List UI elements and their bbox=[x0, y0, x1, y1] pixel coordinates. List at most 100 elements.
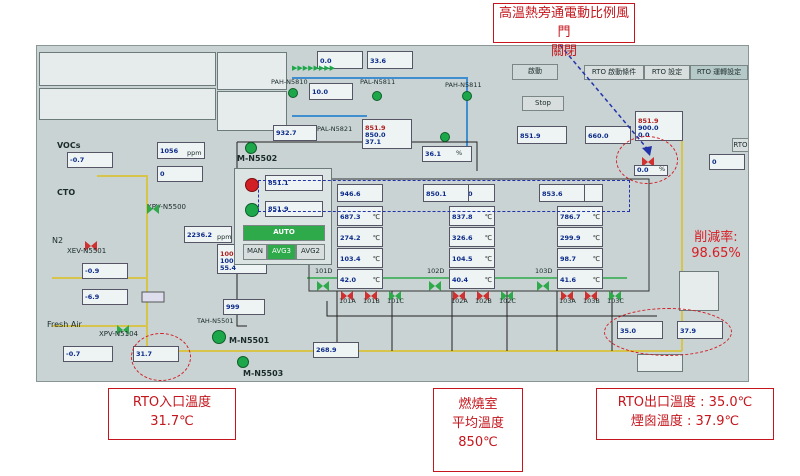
avg3-button[interactable]: AVG3 bbox=[267, 244, 296, 260]
callout-outlet-temp: RTO出口溫度 : 35.0℃ 煙囪溫度 : 37.9℃ bbox=[596, 388, 774, 440]
pah-n5810-tag: PAH-N5810 bbox=[271, 78, 308, 86]
damper-indicator-icon bbox=[440, 132, 450, 142]
xpv-n5104-label: XPV-N5104 bbox=[99, 330, 138, 338]
unit-label: ppm bbox=[187, 149, 202, 157]
pal-n5811-tag: PAL-N5811 bbox=[360, 78, 396, 86]
sia-reading: 999 bbox=[223, 299, 265, 315]
valve-label: 103C bbox=[607, 297, 624, 305]
dpit-5501-reading: -0.7 bbox=[67, 152, 113, 168]
callout-text: 850℃ bbox=[458, 435, 498, 450]
callout-furnace-temp: 燃燒室 平均溫度 850℃ bbox=[433, 388, 523, 472]
stop-button[interactable]: Stop bbox=[522, 96, 564, 111]
chamber-temp-reading: 837.8℃ bbox=[449, 206, 495, 226]
rto-button[interactable]: RTO bbox=[732, 138, 748, 152]
ti-5524-reading: 37.9 bbox=[677, 321, 723, 339]
fpv-5560b-reading: 0 bbox=[157, 166, 203, 182]
unit-label: ℃ bbox=[484, 276, 492, 284]
unit-label: ℃ bbox=[592, 234, 600, 242]
pal-n5810-reading: 10.0 bbox=[309, 83, 353, 100]
legend-fans bbox=[39, 52, 216, 86]
damper-valve-icon[interactable] bbox=[642, 152, 654, 167]
scada-screen: 0.0 33.6 ▶▶▶▶▶▶▶▶ 10.0 PAH-N5810 PAL-N58… bbox=[36, 45, 749, 382]
valve-icon[interactable] bbox=[147, 199, 159, 214]
callout-text: 31.7℃ bbox=[150, 414, 194, 429]
avg2-button[interactable]: AVG2 bbox=[296, 244, 325, 260]
tic-panel: 851.9 850.0 37.1 bbox=[362, 119, 412, 149]
valve-label: 102C bbox=[499, 297, 516, 305]
start-button[interactable]: 啟動 bbox=[512, 64, 558, 80]
unit-label: ℃ bbox=[592, 213, 600, 221]
chamber-temp-reading: 274.2℃ bbox=[337, 227, 383, 247]
at-5501-reading: 1056 bbox=[157, 142, 205, 159]
chamber-head-reading: 946.6 bbox=[337, 184, 383, 202]
valve-icon[interactable] bbox=[85, 236, 97, 251]
valve-label: 102A bbox=[451, 297, 468, 305]
callout-text: 高溫熱旁通電動比例風門 bbox=[498, 6, 629, 40]
pal-n5821-tag: PAL-N5821 bbox=[317, 125, 353, 133]
valve-icon[interactable] bbox=[477, 286, 489, 301]
valve-icon[interactable] bbox=[117, 320, 129, 335]
unit-label: ℃ bbox=[592, 276, 600, 284]
tic-n5501-panel: 851.9 900.0 0.0 bbox=[635, 111, 683, 141]
m-n5501-label: M-N5501 bbox=[229, 336, 270, 345]
chamber-temp-reading: 42.0℃ bbox=[337, 269, 383, 289]
tab-rto-settings[interactable]: RTO 設定 bbox=[644, 65, 690, 80]
motor-icon bbox=[245, 142, 257, 154]
tic-n5510-reading: 36.1 bbox=[422, 146, 472, 162]
unit-label: % bbox=[659, 165, 666, 173]
tab-rto-start-conditions[interactable]: RTO 啟動條件 bbox=[584, 65, 644, 80]
ti-n5523-reading: 660.0 bbox=[585, 126, 631, 144]
tab-rto-operation[interactable]: RTO 運轉設定 bbox=[690, 65, 748, 80]
valve-label: 103B bbox=[583, 297, 600, 305]
pressure-indicator-icon bbox=[288, 88, 298, 98]
valve-icon[interactable] bbox=[501, 286, 513, 301]
vocs-inlet-label: VOCs bbox=[57, 141, 81, 150]
chamber-temp-reading: 786.7℃ bbox=[557, 206, 603, 226]
cto-inlet-label: CTO bbox=[57, 188, 76, 197]
valve-icon[interactable] bbox=[537, 276, 549, 291]
ti-5521-reading: 31.7 bbox=[133, 346, 179, 362]
callout-text: RTO出口溫度 : 35.0℃ bbox=[617, 395, 753, 410]
vocs-panel-2 bbox=[217, 91, 287, 131]
ti-5520-reading: 35.0 bbox=[617, 321, 663, 339]
xev-n5501-label: XEV-N5501 bbox=[67, 247, 107, 255]
callout-text: RTO入口溫度 bbox=[132, 395, 212, 410]
ti-n5517-reading: 853.6 bbox=[539, 184, 585, 202]
pal-n5821-reading: 932.7 bbox=[273, 125, 317, 141]
valve-icon[interactable] bbox=[585, 286, 597, 301]
reduction-rate: 削減率: 98.65% bbox=[676, 230, 756, 262]
tah-n5501-tag: TAH-N5501 bbox=[197, 317, 234, 325]
auto-button[interactable]: AUTO bbox=[243, 225, 325, 241]
fi-n5504-panel bbox=[637, 354, 683, 372]
chamber-temp-reading: 98.7℃ bbox=[557, 248, 603, 268]
valve-icon[interactable] bbox=[341, 286, 353, 301]
vocs-panel bbox=[217, 52, 287, 90]
chamber-temp-reading: 103.4℃ bbox=[337, 248, 383, 268]
motor-icon bbox=[212, 330, 226, 344]
chamber-temp-reading: 326.6℃ bbox=[449, 227, 495, 247]
valve-icon[interactable] bbox=[453, 286, 465, 301]
ti-n5516-reading: 850.1 bbox=[423, 184, 469, 202]
callout-damper: 高溫熱旁通電動比例風門 關閉 bbox=[493, 3, 635, 59]
damper-reading: 0.0 bbox=[634, 165, 668, 176]
unit-label: ppm bbox=[217, 233, 232, 241]
callout-text: 關閉 bbox=[550, 44, 577, 59]
valve-icon[interactable] bbox=[429, 276, 441, 291]
at-5503-reading: 0 bbox=[709, 154, 745, 170]
callout-text: 煙囪溫度 : 37.9℃ bbox=[630, 414, 740, 429]
man-button[interactable]: MAN bbox=[243, 244, 267, 260]
flow-arrows-top: ▶▶▶▶▶▶▶▶ bbox=[292, 64, 336, 72]
valve-icon[interactable] bbox=[365, 286, 377, 301]
motor-icon bbox=[237, 356, 249, 368]
avg-by3-reading: 851.1 bbox=[265, 175, 323, 191]
valve-icon[interactable] bbox=[609, 286, 621, 301]
valve-icon[interactable] bbox=[389, 286, 401, 301]
unit-label: ℃ bbox=[484, 255, 492, 263]
unit-label: ℃ bbox=[592, 255, 600, 263]
valve-icon[interactable] bbox=[561, 286, 573, 301]
top-reading-1: 0.0 bbox=[317, 51, 363, 69]
unit-label: ℃ bbox=[484, 234, 492, 242]
valve-label: 102D bbox=[427, 267, 445, 275]
chamber-temp-reading: 299.9℃ bbox=[557, 227, 603, 247]
valve-icon[interactable] bbox=[317, 276, 329, 291]
